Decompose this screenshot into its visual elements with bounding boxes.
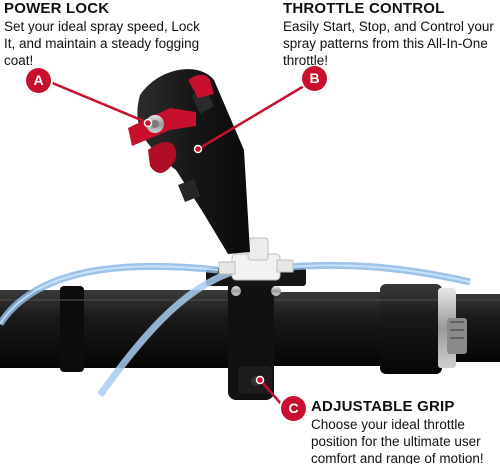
power-lock-callout: POWER LOCK Set your ideal spray speed, L… — [4, 0, 214, 69]
throttle-control-title: THROTTLE CONTROL — [283, 0, 445, 17]
power-lock-lever — [128, 108, 196, 173]
adjustable-grip-description: Choose your ideal throttle position for … — [311, 417, 484, 464]
callout-pointers — [49, 80, 305, 406]
adjustable-grip-title: ADJUSTABLE GRIP — [311, 398, 455, 415]
fluid-hose — [0, 261, 471, 398]
marker-b-badge: B — [302, 66, 327, 91]
blower-tube — [0, 284, 500, 374]
throttle-control-callout: THROTTLE CONTROL Easily Start, Stop, and… — [283, 0, 498, 69]
power-lock-description: Set your ideal spray speed, Lock It, and… — [4, 19, 200, 68]
marker-c-badge: C — [281, 396, 306, 421]
adjustable-grip-callout: ADJUSTABLE GRIP Choose your ideal thrott… — [311, 398, 499, 464]
hose-clamp — [438, 288, 467, 368]
pointer-dots — [143, 118, 265, 385]
hose-valve — [218, 237, 294, 281]
throttle-control-description: Easily Start, Stop, and Control your spr… — [283, 19, 494, 68]
power-lock-title: POWER LOCK — [4, 0, 110, 17]
marker-a-badge: A — [26, 68, 51, 93]
